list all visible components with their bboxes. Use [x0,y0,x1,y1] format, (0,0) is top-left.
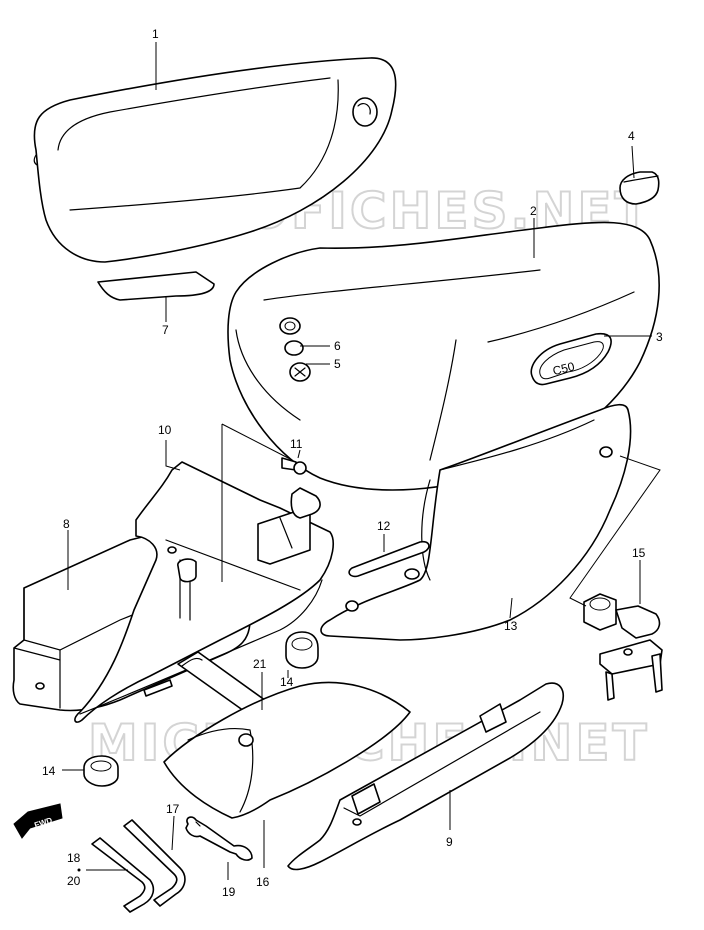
part-19-wrench [185,816,253,861]
part-3-emblem: C50 [530,332,612,386]
part-16-tool-bag [163,681,411,819]
callout-9: 9 [446,835,453,849]
callout-3: 3 [656,330,663,344]
callout-11: 11 [290,437,303,451]
part-11-bolt [281,457,307,475]
callout-8: 8 [63,517,70,531]
part-9-tray [287,682,564,871]
part-4-rubber-block [619,171,660,205]
part-6-grommet [279,317,304,356]
part-5-screw [289,362,311,382]
part-18-hex-key [91,837,155,913]
callout-10: 10 [158,423,172,437]
callout-2: 2 [530,204,537,218]
callout-6: 6 [334,339,341,353]
callout-16: 16 [256,875,270,889]
callout-12: 12 [377,519,391,533]
part-2-right-frame-cover: C50 [227,221,660,491]
callout-13: 13 [504,619,518,633]
callout-19: 19 [222,885,236,899]
part-14-grommet-upper [285,631,319,669]
callout-4: 4 [628,129,635,143]
emblem-text: C50 [551,359,576,378]
callout-7: 7 [162,323,169,337]
part-14-grommet-lower [83,755,119,787]
callout-14-upper: 14 [280,675,294,689]
callout-15: 15 [632,546,646,560]
part-7-pad [97,271,215,301]
callout-21: 21 [253,657,267,671]
callout-18: 18 [67,851,81,865]
fwd-arrow-icon: FWD [13,803,63,839]
callout-5: 5 [334,357,341,371]
grommet-hole-icon [352,97,378,127]
callout-14-lower: 14 [42,764,56,778]
part-1-left-frame-cover [33,57,397,263]
callout-20: 20 [67,874,81,888]
part-17-hex-key [123,819,186,907]
callout-17: 17 [166,802,180,816]
part-10-bracket [74,461,334,723]
part-13-lower-cover [320,403,632,641]
part-12-trim-strip [348,540,430,578]
callout-1: 1 [152,27,159,41]
part-15-key-switch [583,593,663,701]
